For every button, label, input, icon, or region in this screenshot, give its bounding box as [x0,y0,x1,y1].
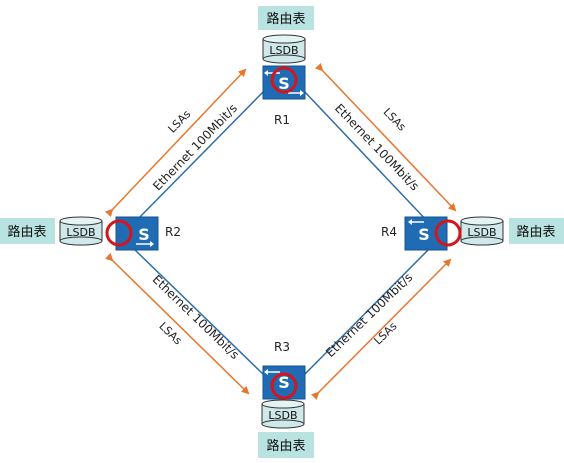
svg-text:S: S [138,225,150,244]
router-r2-group: 路由表 LSDB S R2 [0,216,181,251]
link-r1-r4 [302,89,431,225]
routing-table-r1 [258,6,314,30]
router-label-r2: R2 [165,225,181,239]
svg-text:S: S [418,225,430,244]
router-label-r1: R1 [274,113,290,127]
router-r1-group: 路由表 LSDB S R1 [258,6,314,127]
lsa-arrow-top-left [104,68,247,218]
routing-table-label-r3: 路由表 [266,438,305,454]
router-icon-r4: S [404,216,462,251]
svg-text:LSDB: LSDB [268,409,297,422]
router-label-r4: R4 [381,225,397,239]
svg-text:LSDB: LSDB [66,226,95,239]
lsdb-db-r1: LSDB [262,34,306,64]
router-icon-r3: S [262,365,306,400]
routing-table-label-r1: 路由表 [266,11,305,27]
lsdb-db-r2: LSDB [59,216,103,246]
routing-table-r4 [509,218,564,244]
lsdb-db-r4: LSDB [460,216,504,246]
lsa-arrow-bottom-right [310,258,452,401]
router-r3-group: R3 S LSDB 路由表 [258,340,314,458]
link-label-r1-r2: Ethernet 100Mbit/s [150,101,240,193]
link-label-r2-r3: Ethernet 100Mbit/s [150,272,242,362]
router-label-r3: R3 [274,340,290,354]
routing-table-r2 [0,218,55,244]
router-r4-group: 路由表 LSDB S R4 [381,216,564,251]
lsa-label-top-right: LSAs [381,105,409,133]
lsa-label-bottom-left: LSAs [156,320,184,348]
lsa-label-bottom-right: LSAs [371,319,399,347]
lsa-label-top-left: LSAs [166,107,194,135]
svg-text:LSDB: LSDB [467,226,496,239]
routing-table-label-r2: 路由表 [7,224,46,240]
lsa-arrow-bottom-left [104,252,250,395]
routing-table-label-r4: 路由表 [516,224,555,240]
link-r1-r2 [132,89,266,225]
svg-text:S: S [278,373,290,392]
svg-text:S: S [278,74,290,93]
routing-table-r3 [258,432,314,458]
lsa-arrow-top-right [314,62,457,212]
lsdb-db-r3: LSDB [261,399,305,429]
svg-text:LSDB: LSDB [269,44,298,57]
link-label-r3-r4: Ethernet 100Mbit/s [323,270,415,360]
router-icon-r2: S [105,216,159,251]
link-label-r1-r4: Ethernet 100Mbit/s [332,101,422,193]
router-icon-r1: S [262,65,306,100]
